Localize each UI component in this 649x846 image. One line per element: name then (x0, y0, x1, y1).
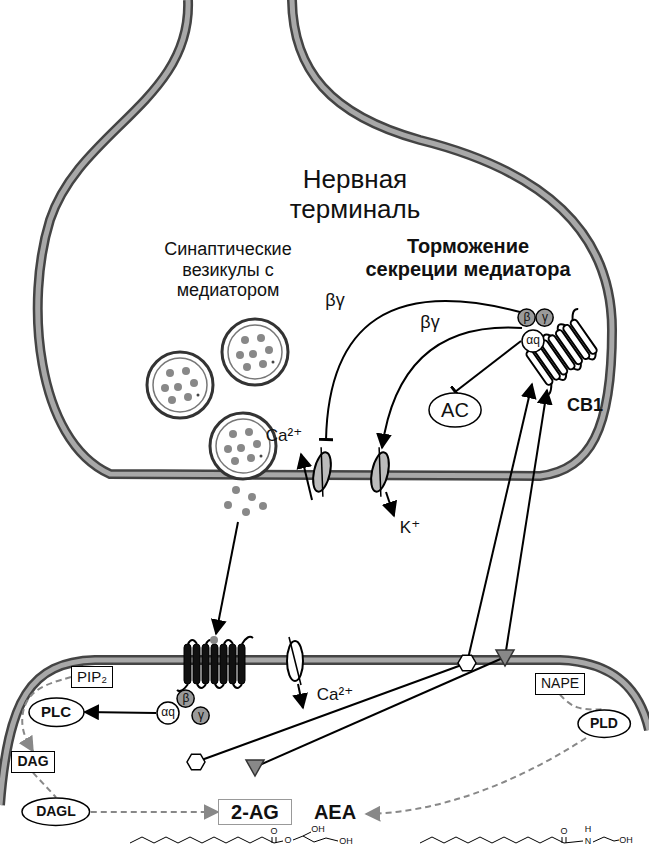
g-protein-gamma: γ (191, 706, 210, 725)
atom-label: N (585, 836, 592, 846)
pip2-box: PIP₂ (71, 666, 113, 689)
vesicle-label: Синаптические везикулы с медиатором (148, 239, 308, 301)
atom-label: O (284, 835, 291, 845)
atom-label: OH (619, 835, 633, 845)
subunit-label: βγ (325, 290, 344, 311)
g-protein-beta: β (517, 308, 536, 327)
node-text: AC (441, 399, 469, 421)
atom-label: H (585, 824, 592, 834)
node-text: β (524, 311, 531, 324)
node-text: 2-AG (231, 801, 279, 823)
molecule-label: AEA (314, 801, 356, 824)
activation-arrow (85, 712, 157, 713)
ion-label: Ca²⁺ (317, 685, 353, 705)
synthesis-path (33, 773, 56, 798)
ion-label: K⁺ (400, 518, 420, 538)
atom-label: O (270, 826, 277, 836)
dagl-enzyme: DAGL (21, 797, 91, 826)
g-protein-gamma: γ (535, 308, 554, 327)
synthesis-path (560, 695, 604, 710)
ion-label: Ca²⁺ (266, 426, 302, 446)
node-text: γ (198, 709, 204, 722)
terminal-title: Нервная терминаль (245, 165, 465, 225)
node-text: DAGL (36, 804, 76, 819)
node-text: NAPE (541, 676, 579, 691)
atom-label: O (560, 826, 567, 836)
plc-enzyme: PLC (28, 697, 85, 728)
node-text: β (183, 692, 190, 705)
atom-label: OH (339, 836, 353, 846)
subunit-label: βγ (420, 312, 439, 333)
node-text: γ (542, 311, 548, 324)
node-text: PIP₂ (77, 669, 107, 686)
inhibition-label: Торможение секреции медиатора (358, 235, 578, 281)
2ag-box: 2-AG (218, 799, 292, 825)
receptor-label: CB1 (567, 395, 603, 416)
dag-box: DAG (11, 751, 54, 772)
node-text: PLC (41, 704, 71, 721)
node-text: αq (526, 334, 540, 347)
node-text: αq (161, 706, 175, 719)
synthesis-path (91, 811, 218, 813)
g-protein-alpha: αq (156, 701, 180, 725)
nape-box: NAPE (535, 673, 585, 694)
g-protein-beta: β (176, 689, 195, 708)
pld-enzyme: PLD (577, 709, 631, 738)
atom-label: OH (311, 824, 325, 834)
node-text: DAG (17, 754, 48, 769)
g-protein-alpha: αq (521, 329, 545, 353)
inhibition-line (455, 341, 521, 392)
node-text: PLD (590, 716, 618, 731)
adenylate-cyclase: AC (428, 392, 482, 428)
